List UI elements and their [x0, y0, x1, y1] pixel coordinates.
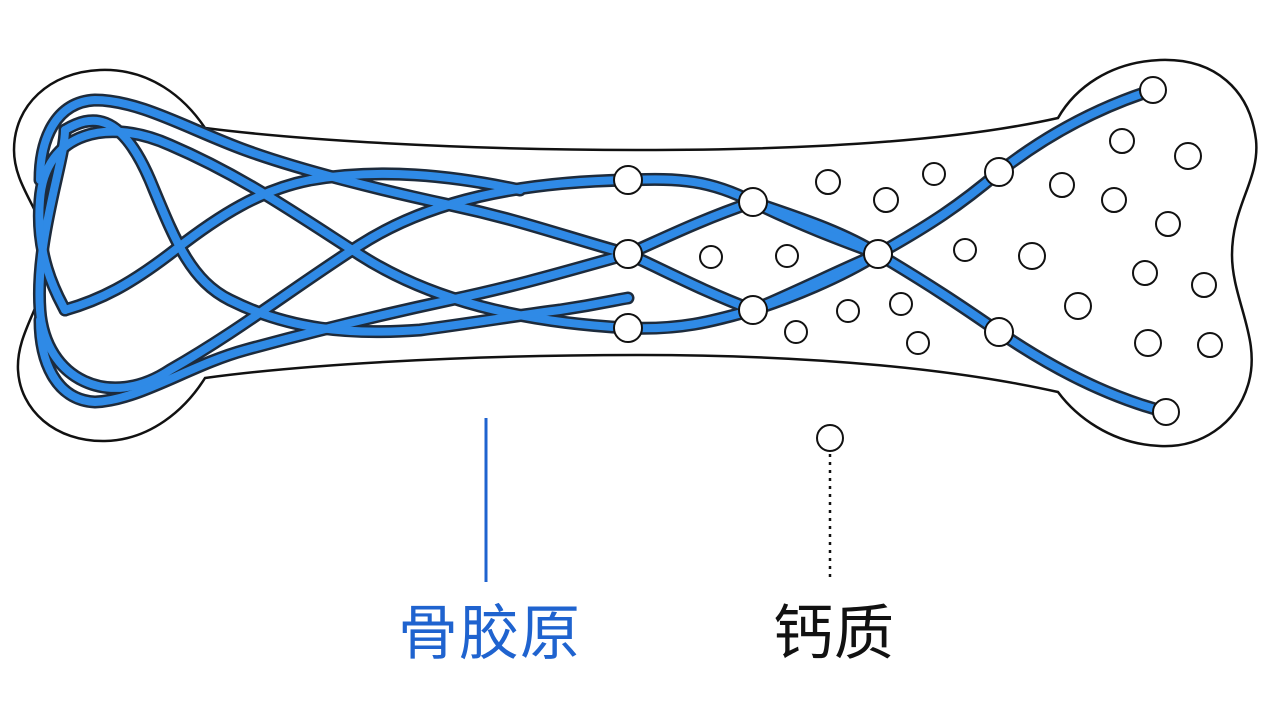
calcium-particle: [836, 299, 860, 323]
calcium-node: [613, 313, 643, 343]
fiber-nodes: [613, 76, 1180, 426]
calcium-particle: [1134, 329, 1162, 357]
calcium-particle: [1109, 128, 1135, 154]
calcium-node: [738, 295, 768, 325]
calcium-particle: [1018, 242, 1046, 270]
calcium-node: [1139, 76, 1167, 104]
calcium-particle: [1155, 211, 1181, 237]
calcium-particle: [1101, 187, 1127, 213]
calcium-node: [738, 187, 768, 217]
calcium-particle: [699, 245, 723, 269]
calcium-node: [1152, 398, 1180, 426]
calcium-node: [613, 239, 643, 269]
collagen-fibers: [35, 86, 1170, 416]
calcium-node: [984, 157, 1014, 187]
calcium-node: [984, 317, 1014, 347]
calcium-node: [863, 239, 893, 269]
calcium-particle: [922, 162, 946, 186]
calcium-particle: [1174, 142, 1202, 170]
calcium-particle: [784, 320, 808, 344]
collagen-label: 骨胶原: [398, 599, 581, 669]
calcium-particles: [699, 128, 1223, 358]
calcium-particle: [815, 169, 841, 195]
calcium-particle: [1064, 292, 1092, 320]
calcium-label: 钙质: [773, 599, 895, 669]
calcium-node: [613, 165, 643, 195]
calcium-particle: [906, 331, 930, 355]
calcium-particle: [953, 238, 977, 262]
calcium-particle: [775, 244, 799, 268]
calcium-particle: [1191, 272, 1217, 298]
calcium-pointer-particle: [816, 424, 844, 452]
calcium-particle: [1049, 172, 1075, 198]
calcium-particle: [1197, 332, 1223, 358]
calcium-particle: [1132, 260, 1158, 286]
calcium-particle: [889, 292, 913, 316]
calcium-particle: [873, 187, 899, 213]
